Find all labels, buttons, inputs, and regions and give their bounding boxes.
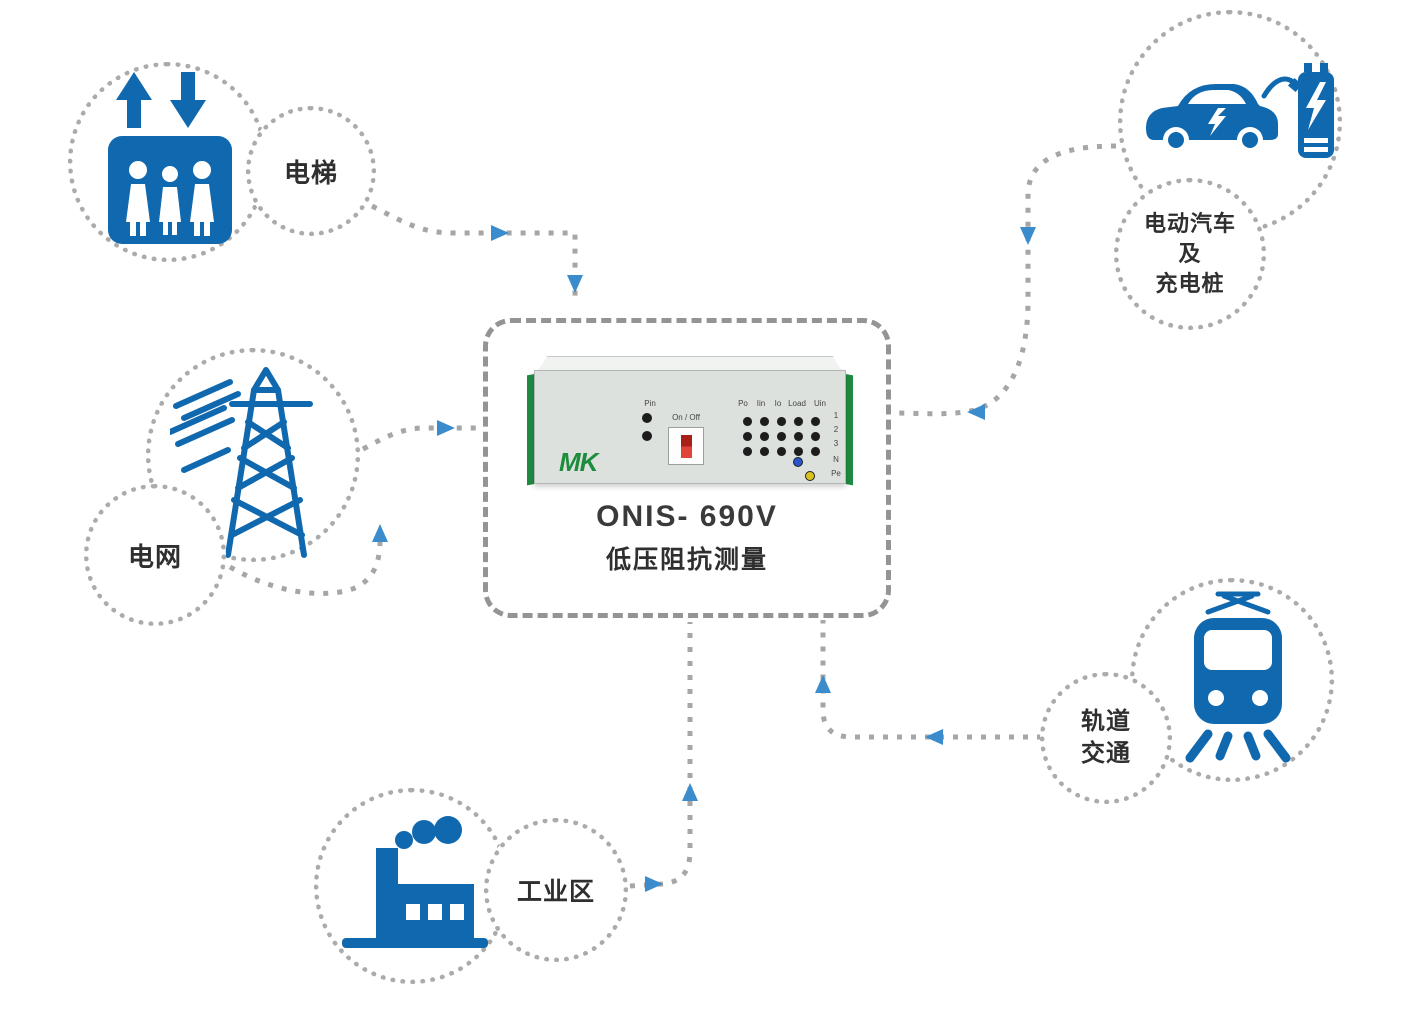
elevator-label: 电梯 [283, 157, 338, 188]
power-switch-label: On / Off [672, 413, 700, 422]
ev-label-line1: 电动汽车 [1143, 211, 1236, 237]
connector-path-grid [361, 425, 481, 452]
power-tower-icon-svg [167, 367, 313, 558]
ev-charging-icon [1138, 50, 1338, 185]
elevator-label-circle: 电梯 [246, 106, 376, 236]
connector-path-ev [893, 143, 1117, 417]
device-front-panel: MK Pin On / Off Po Iin Io Load Uin 1 2 3… [534, 370, 846, 484]
factory-icon [340, 806, 490, 961]
power-tower-icon [167, 360, 350, 565]
device-instrument: MK Pin On / Off Po Iin Io Load Uin 1 2 3… [527, 356, 853, 492]
ev-charging-icon-svg [1146, 63, 1334, 158]
industrial-label-circle: 工业区 [484, 818, 628, 962]
connector-path-industrial [629, 622, 693, 889]
arrow-industrial-right [645, 876, 663, 892]
connector-path-rail [820, 620, 1042, 740]
rail-label-line2: 交通 [1081, 740, 1131, 767]
arrow-ev-down [1020, 227, 1036, 245]
device-top-face [538, 356, 842, 371]
pe-jack[interactable] [805, 471, 815, 481]
ev-label-line3: 充电桩 [1155, 270, 1225, 296]
row-label-1: 1 [833, 411, 839, 420]
pin-button-1[interactable] [642, 413, 652, 423]
device-title: ONIS- 690V [596, 500, 778, 533]
arrow-industrial-up [682, 783, 698, 801]
elevator-icon [100, 72, 240, 252]
rail-label-circle: 轨道 交通 [1040, 672, 1172, 804]
train-icon-svg [1185, 591, 1291, 763]
train-icon [1178, 586, 1298, 771]
arrow-rail-left [925, 729, 943, 745]
factory-icon-svg [342, 816, 488, 948]
row-label-2: 2 [833, 425, 839, 434]
ev-label-line2: 及 [1178, 241, 1202, 267]
ev-label-circle: 电动汽车 及 充电桩 [1114, 178, 1266, 330]
connector-label-io: Io [774, 399, 782, 408]
arrow-elevator-down [567, 275, 583, 293]
row-label-pe: Pe [831, 469, 841, 478]
row-label-n: N [833, 455, 839, 464]
connector-label-load: Load [788, 399, 806, 408]
arrow-grid-loop-up [372, 524, 388, 542]
arrow-elevator-right [491, 225, 509, 241]
pin-button-2[interactable] [642, 431, 652, 441]
device-brand-logo: MK [559, 447, 598, 477]
neutral-jack[interactable] [793, 457, 803, 467]
connector-label-uin: Uin [813, 399, 826, 408]
elevator-icon-svg [108, 72, 232, 244]
row-label-3: 3 [833, 439, 839, 448]
industrial-label: 工业区 [516, 878, 595, 906]
grid-label: 电网 [127, 541, 182, 572]
connector-label-po: Po [738, 399, 748, 408]
arrow-rail-up [815, 675, 831, 693]
grid-label-circle: 电网 [84, 484, 226, 626]
power-switch[interactable] [668, 427, 704, 465]
power-switch-rocker-icon[interactable] [681, 435, 692, 458]
device-subtitle: 低压阻抗测量 [605, 546, 768, 574]
arrow-ev-left [967, 404, 985, 420]
arrow-grid-right [437, 420, 455, 436]
connector-jack-grid[interactable] [737, 413, 823, 457]
connector-label-iin: Iin [756, 399, 766, 408]
connector-path-elevator [370, 203, 578, 302]
rail-label-line1: 轨道 [1081, 707, 1131, 735]
pin-label: Pin [644, 399, 656, 408]
